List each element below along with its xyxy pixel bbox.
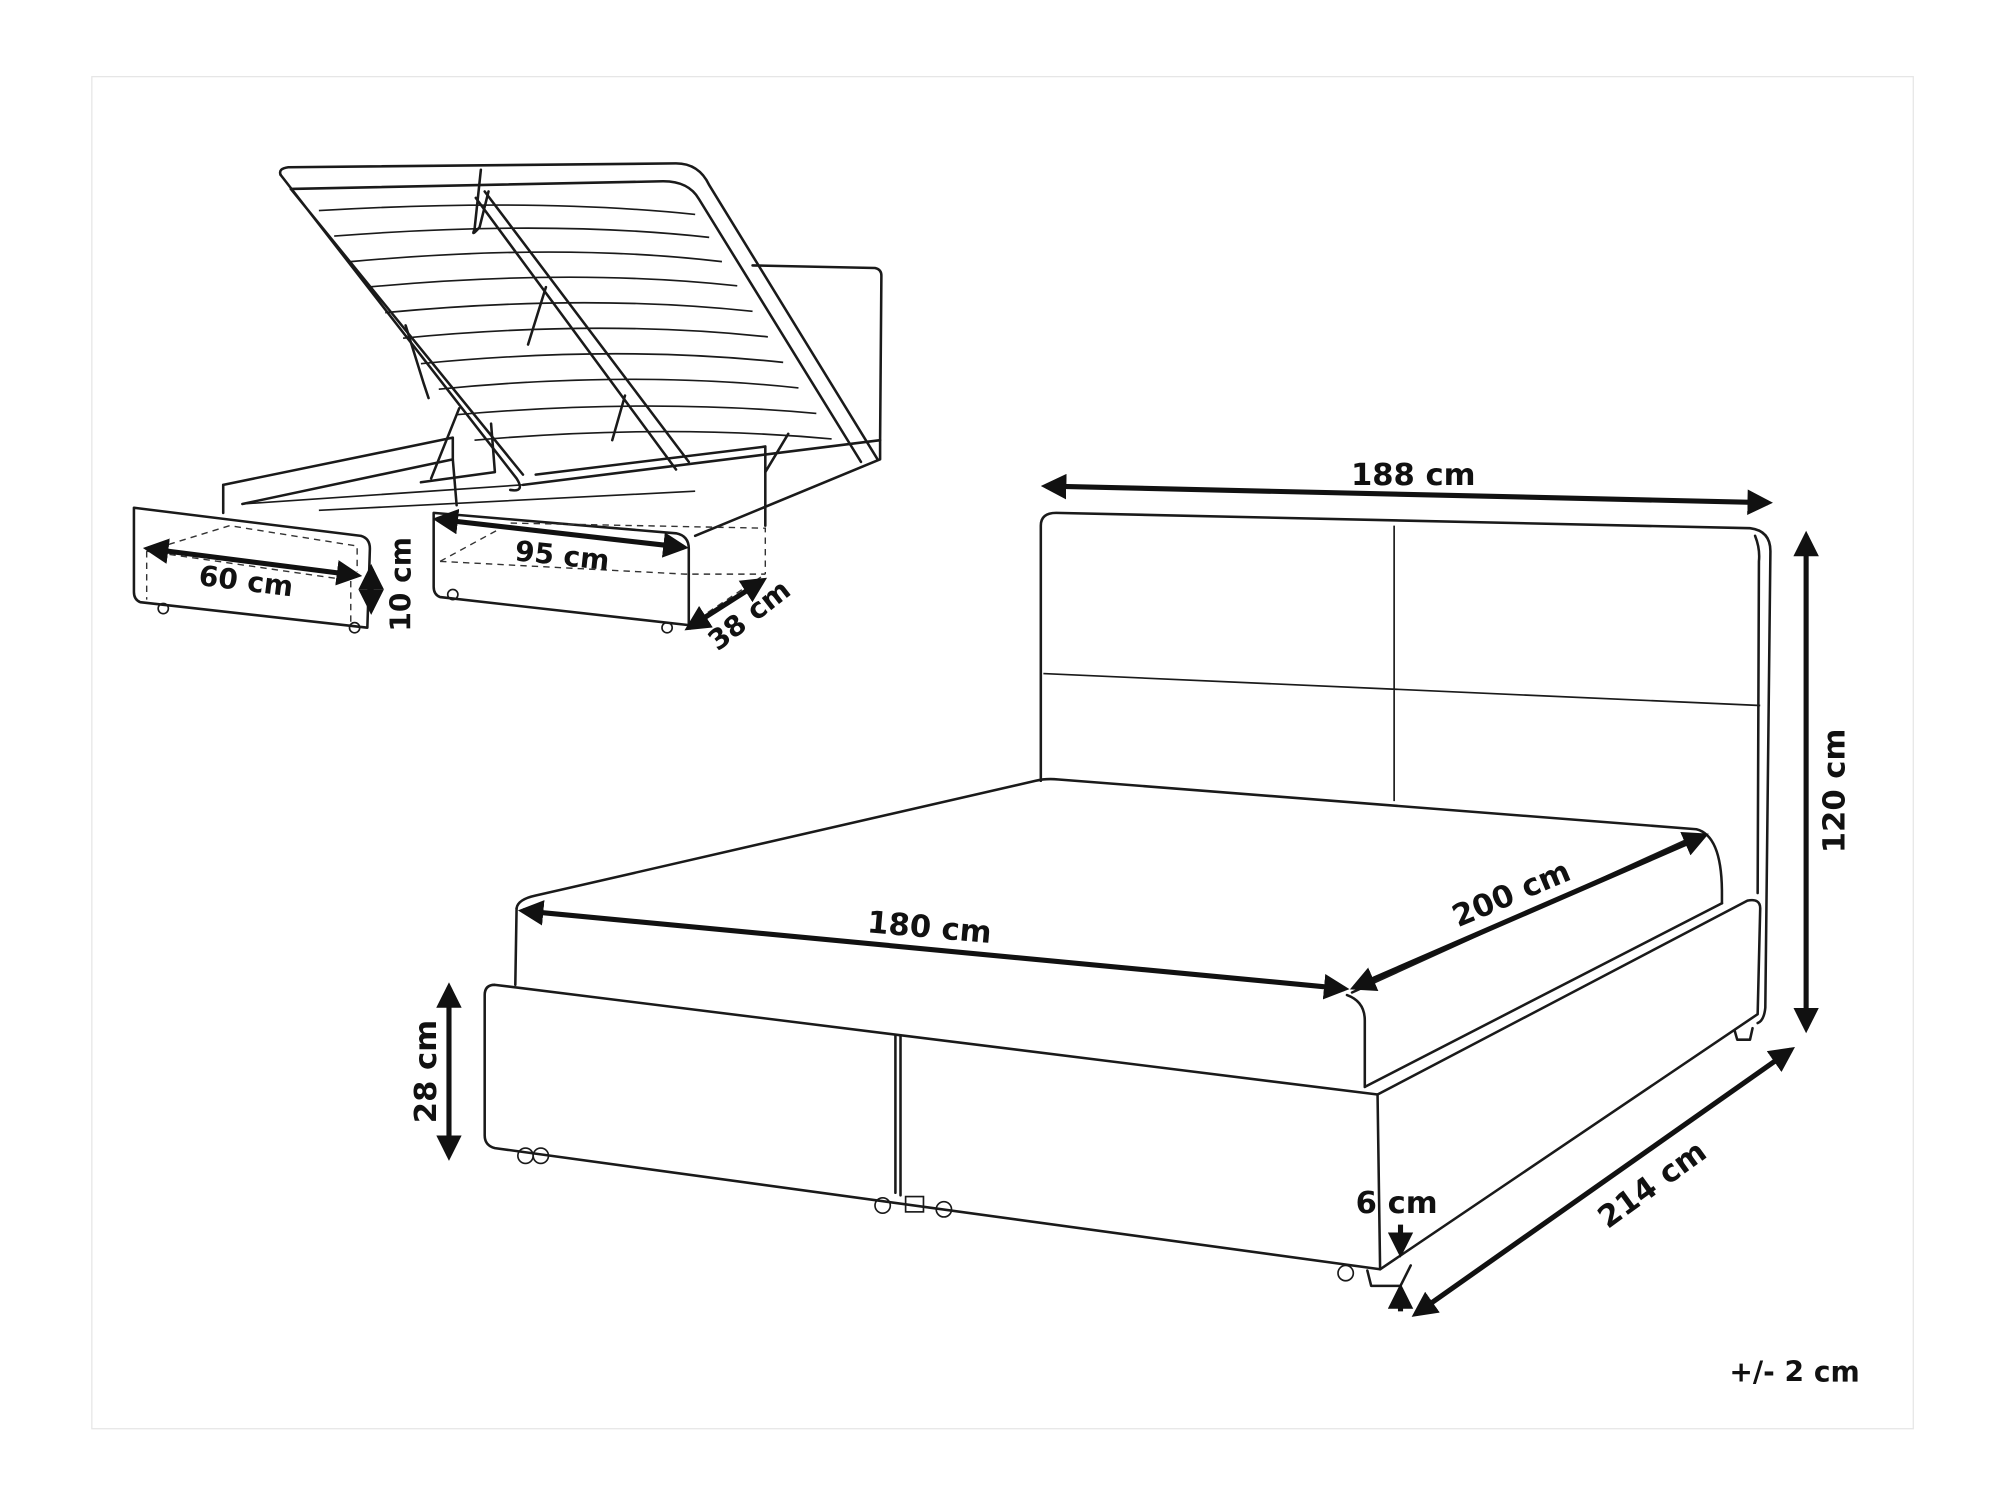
dimension-total-height: 120 cm [1793, 530, 1852, 1034]
dimension-large-drawer-width: 95 cm [432, 508, 689, 577]
tolerance-note: +/- 2 cm [1729, 1356, 1859, 1389]
label-188cm: 188 cm [1351, 458, 1476, 493]
dimension-headboard-width: 188 cm [1040, 458, 1773, 515]
dimension-drawer-height: 10 cm [358, 537, 418, 632]
label-200cm: 200 cm [1447, 854, 1575, 935]
main-bed-illustration [483, 511, 1772, 1288]
dimension-mattress-width: 180 cm [517, 900, 1350, 1000]
dimension-base-height: 28 cm [409, 982, 462, 1161]
dimension-drawer-depth: 38 cm [684, 573, 797, 657]
label-6cm: 6 cm [1356, 1186, 1438, 1221]
storage-bed-illustration [132, 162, 883, 634]
dimension-leg-clearance: 6 cm [1356, 1186, 1438, 1312]
dimension-small-drawer-width: 60 cm [142, 538, 363, 603]
dimension-mattress-length: 200 cm [1349, 832, 1709, 991]
bed-wheels [517, 1026, 1754, 1288]
bed-slats [318, 204, 832, 442]
dimension-total-length: 214 cm [1411, 1046, 1795, 1317]
label-28cm: 28 cm [409, 1020, 444, 1123]
label-95cm: 95 cm [513, 534, 611, 577]
border-frame [91, 76, 1914, 1430]
label-10cm: 10 cm [385, 537, 418, 632]
label-120cm: 120 cm [1817, 729, 1852, 854]
